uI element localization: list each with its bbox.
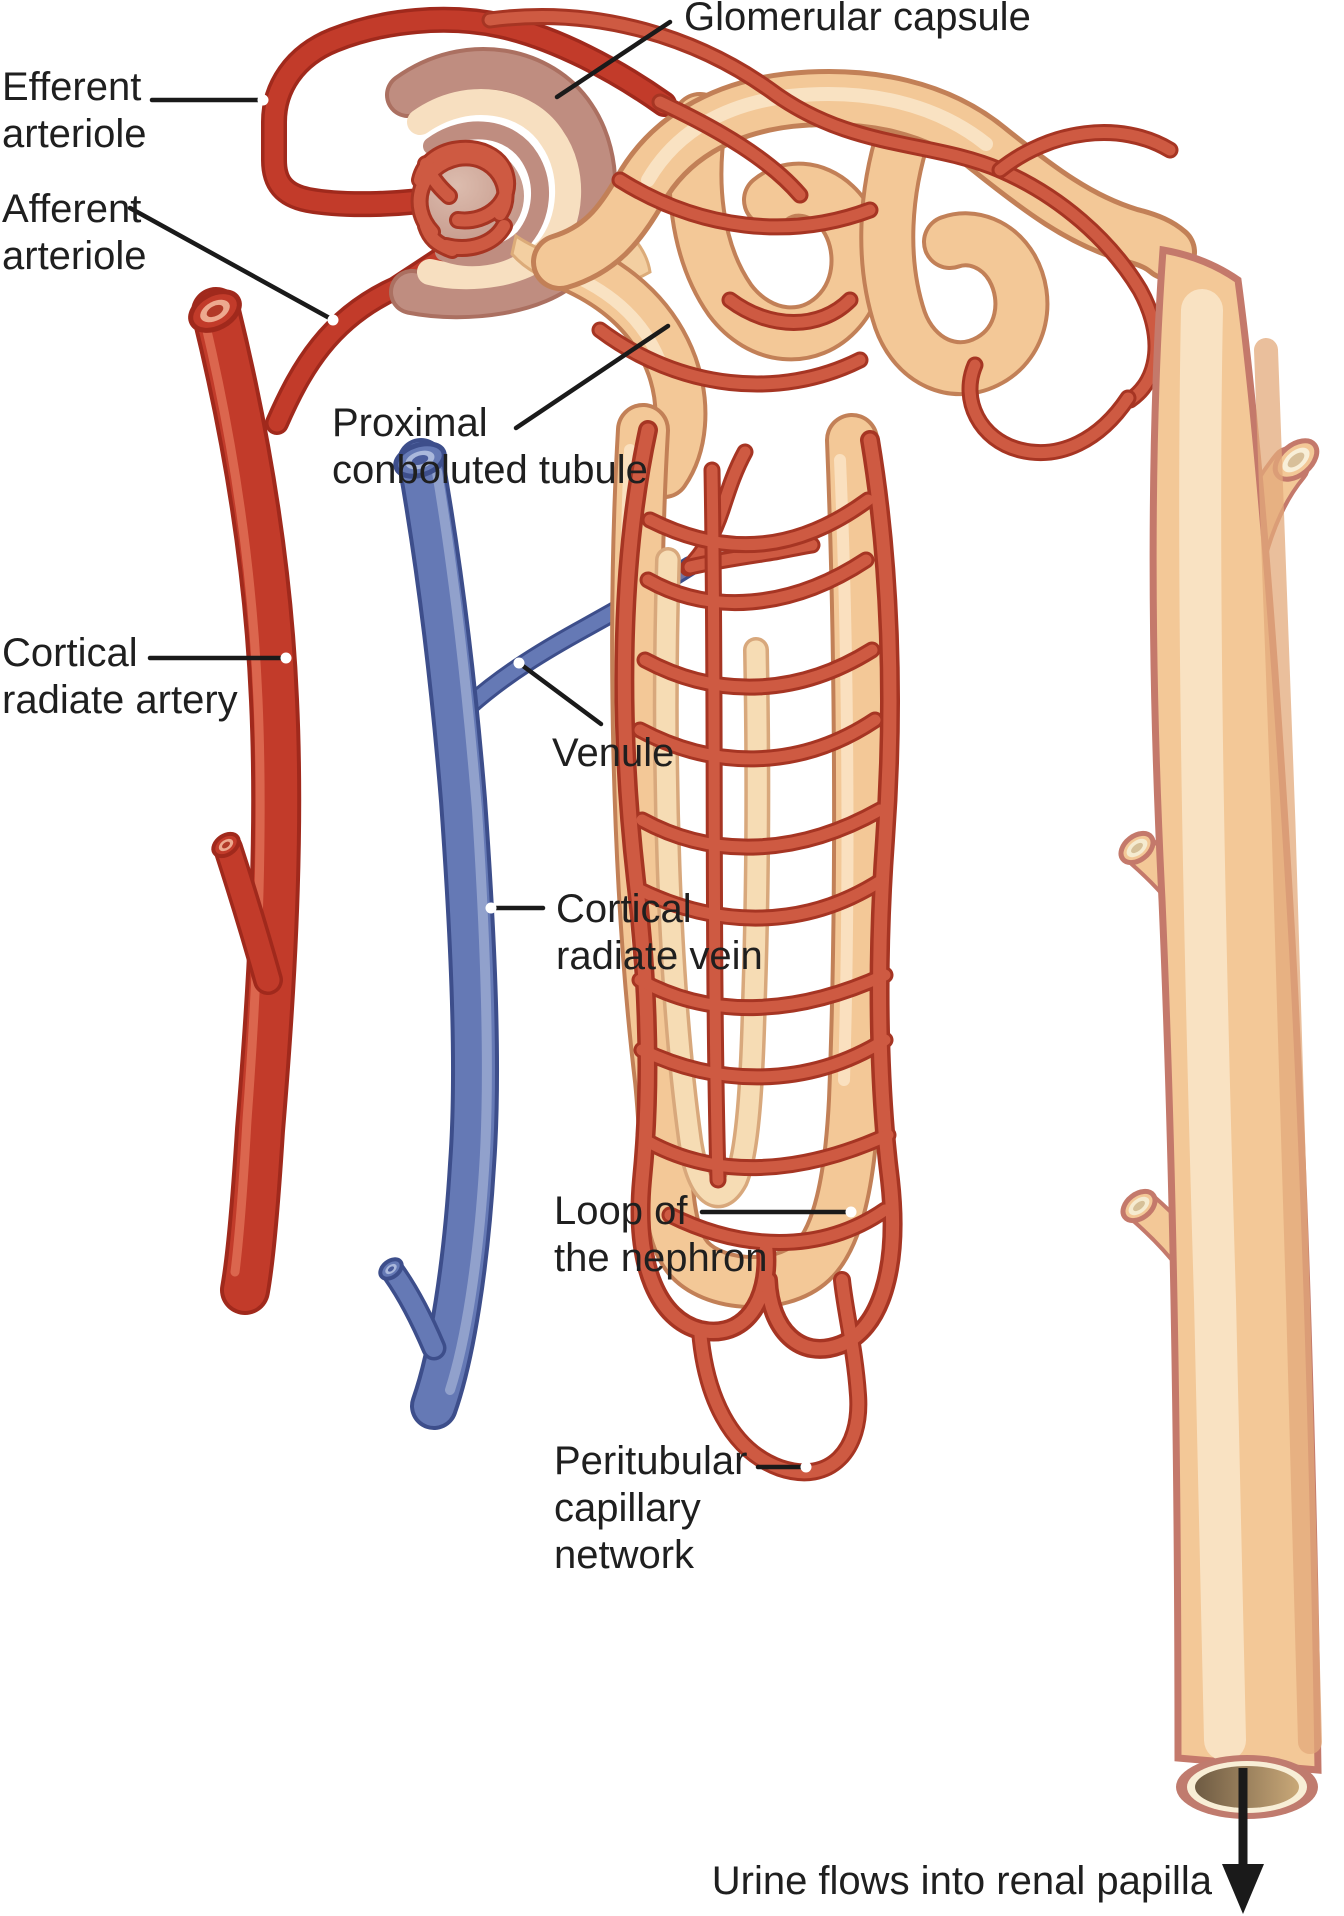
cortical-radiate-artery — [188, 240, 462, 1315]
label-line: Cortical — [2, 631, 138, 675]
label-line: Cortical — [556, 887, 692, 931]
glomerulus-capillary-tuft — [410, 140, 516, 259]
label-line: arteriole — [2, 112, 147, 156]
label-line: conboluted tubule — [332, 448, 648, 492]
label-urine-flow: Urine flows into renal papilla — [711, 1859, 1212, 1903]
leader-proximal-tubule — [513, 323, 671, 431]
label-line: radiate vein — [556, 934, 763, 978]
leader-venule — [516, 660, 604, 727]
label-loop-of-nephron: Loop of the nephron — [554, 1188, 768, 1282]
label-line: Peritubular — [554, 1439, 748, 1483]
label-cortical-radiate-artery: Cortical radiate artery — [2, 630, 238, 724]
peritubular-capillary-network — [614, 420, 903, 1482]
collecting-duct — [1118, 245, 1322, 1819]
artery-open-end — [188, 289, 242, 333]
label-efferent-arteriole: Efferent arteriole — [2, 64, 147, 158]
efferent-arteriole — [261, 6, 677, 218]
label-peritubular-capillary-network: Peritubular capillary network — [554, 1438, 747, 1579]
leader-glomerular-capsule — [554, 19, 673, 100]
efferent-capillary-crossings — [481, 8, 1179, 462]
label-line: Proximal — [332, 401, 488, 445]
urine-flow-arrow — [1222, 1768, 1264, 1914]
label-venule: Venule — [552, 731, 675, 775]
label-line: radiate artery — [2, 678, 238, 722]
label-line: the nephron — [554, 1236, 768, 1280]
label-glomerular-capsule: Glomerular capsule — [684, 0, 1031, 39]
label-proximal-tubule: Proximal conboluted tubule — [332, 400, 648, 494]
cortical-radiate-vein — [378, 438, 821, 1430]
label-line: Efferent — [2, 65, 142, 109]
glomerular-capsule — [385, 47, 652, 320]
label-line: arteriole — [2, 234, 147, 278]
label-line: Afferent — [2, 187, 142, 231]
label-cortical-radiate-vein: Cortical radiate vein — [556, 886, 763, 980]
vein-open-end — [393, 441, 447, 479]
leader-lines — [127, 19, 857, 1473]
label-line: network — [554, 1533, 695, 1577]
label-afferent-arteriole: Afferent arteriole — [2, 186, 147, 280]
label-line: Loop of — [554, 1189, 688, 1233]
label-line: capillary — [554, 1486, 701, 1530]
artery-branch-open-end — [211, 831, 241, 859]
vein-branch-open-end — [378, 1257, 404, 1281]
leader-afferent-arteriole — [127, 205, 336, 323]
